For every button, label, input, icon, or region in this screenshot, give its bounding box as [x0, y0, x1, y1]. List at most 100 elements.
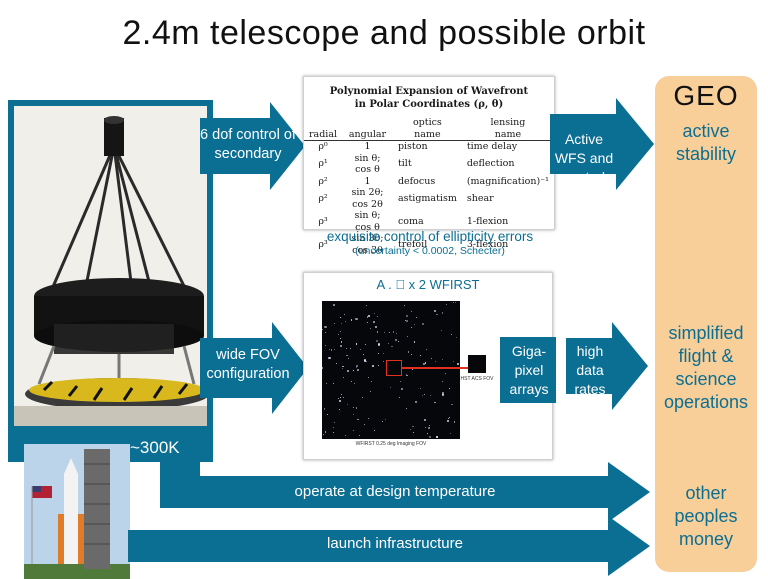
table-cell: defocus	[397, 175, 436, 187]
star-dot	[452, 361, 454, 363]
star-dot	[426, 432, 428, 434]
star-dot	[412, 425, 414, 428]
star-dot	[420, 354, 421, 356]
star-dot	[451, 333, 453, 335]
table-cell: ρ³	[318, 238, 328, 250]
star-dot	[356, 365, 358, 367]
star-dot	[411, 311, 413, 313]
star-dot	[404, 320, 406, 321]
wavefront-table-title-1: Polynomial Expansion of Wavefront	[329, 86, 529, 97]
telescope-photo	[14, 106, 207, 426]
star-dot	[347, 358, 349, 359]
star-dot	[372, 364, 375, 367]
star-dot	[361, 396, 363, 398]
design-temp-label: operate at design temperature	[294, 483, 496, 500]
star-dot	[421, 322, 424, 325]
star-dot	[352, 429, 355, 431]
star-dot	[395, 332, 397, 334]
star-dot	[382, 421, 384, 422]
star-dot	[334, 348, 336, 350]
star-dot	[442, 391, 444, 393]
benefits-column	[655, 76, 757, 572]
star-dot	[337, 397, 339, 399]
launch-arrow	[128, 516, 650, 576]
star-dot	[434, 402, 436, 404]
star-dot	[325, 345, 327, 346]
star-dot	[332, 383, 334, 384]
table-cell: 1	[364, 141, 371, 152]
star-dot	[423, 419, 426, 422]
wide-fov-label: wide FOV configuration	[206, 347, 290, 382]
table-cell: 3-flexion	[466, 238, 509, 250]
star-dot	[378, 343, 381, 346]
star-dot	[415, 316, 418, 319]
star-dot	[434, 360, 436, 362]
table-cell: ρ³	[318, 215, 328, 227]
star-dot	[451, 403, 453, 406]
star-dot	[324, 408, 326, 410]
star-dot	[406, 314, 409, 317]
star-dot	[376, 315, 379, 318]
star-dot	[413, 341, 415, 343]
star-dot	[449, 416, 451, 418]
star-dot	[382, 352, 385, 354]
star-dot	[356, 407, 358, 409]
table-cell: sin 2θ; cos 2θ	[351, 187, 384, 210]
star-dot	[434, 310, 436, 312]
star-dot	[445, 372, 447, 374]
star-dot	[407, 351, 410, 353]
star-dot	[395, 338, 398, 342]
star-dot	[442, 393, 445, 396]
star-dot	[366, 316, 369, 318]
star-dot	[328, 348, 331, 351]
star-dot	[411, 327, 412, 329]
wide-fov-arrow	[200, 322, 308, 414]
star-dot	[430, 395, 432, 397]
star-dot	[383, 360, 385, 362]
gigapixel-label: Giga- pixel arrays	[509, 343, 549, 397]
star-dot	[355, 343, 358, 345]
design-temp-arrow	[160, 462, 650, 522]
star-dot	[351, 380, 353, 382]
star-dot	[339, 345, 342, 348]
other-money-text: other peoples money	[674, 483, 738, 549]
star-dot	[322, 434, 324, 436]
star-dot	[388, 332, 390, 334]
star-dot	[422, 363, 426, 366]
star-dot	[446, 303, 448, 305]
star-dot	[326, 414, 328, 416]
star-dot	[344, 321, 346, 323]
star-dot	[373, 429, 375, 431]
table-cell: ρ¹	[318, 158, 328, 170]
star-dot	[384, 418, 386, 421]
star-dot	[455, 301, 457, 303]
star-dot	[373, 321, 375, 323]
star-dot	[340, 331, 342, 333]
star-dot	[343, 377, 345, 379]
star-dot	[447, 419, 450, 422]
star-dot	[366, 360, 368, 362]
star-dot	[387, 343, 389, 345]
star-dot	[328, 357, 331, 360]
star-dot	[391, 345, 393, 348]
launch-label: launch infrastructure	[327, 535, 463, 552]
temperature-label: ~300K	[130, 438, 180, 457]
wavefront-table-title-2: in Polar Coordinates (ρ, θ)	[354, 99, 504, 110]
star-dot	[341, 368, 343, 370]
table-header: angular	[342, 117, 393, 141]
star-dot	[363, 353, 365, 355]
star-dot	[405, 374, 407, 376]
star-dot	[453, 421, 455, 423]
star-dot	[354, 383, 356, 385]
table-cell: sin 3θ; cos 3θ	[351, 233, 384, 256]
star-dot	[410, 354, 412, 356]
star-dot	[370, 380, 373, 382]
star-dot	[363, 424, 365, 426]
star-dot	[374, 312, 376, 314]
simplified-ops-text: simplified flight & science operations	[663, 323, 749, 412]
